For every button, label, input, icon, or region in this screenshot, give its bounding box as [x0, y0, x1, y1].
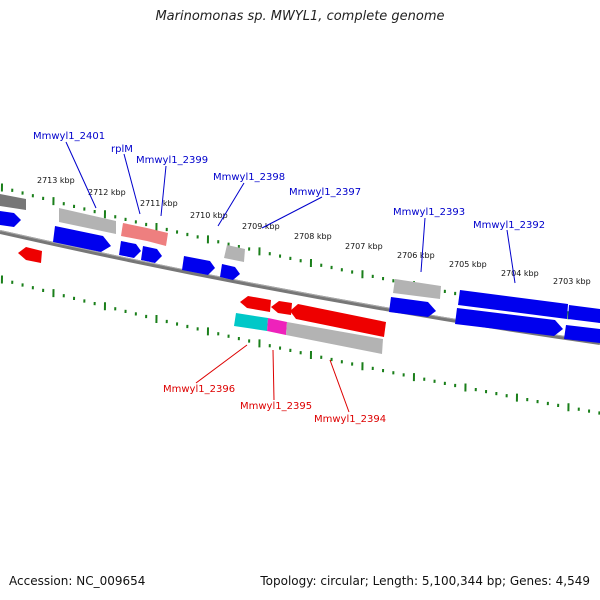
gene-label-mmwyl1-2393[interactable]: Mmwyl1_2393 — [393, 207, 465, 218]
inner-tick-ring — [0, 275, 600, 415]
gene-blue-2397b[interactable] — [220, 264, 240, 280]
scale-label-2705: 2705 kbp — [449, 260, 487, 269]
label-leaders — [65, 141, 516, 413]
gene-label-mmwyl1-2399[interactable]: Mmwyl1_2399 — [136, 155, 208, 166]
scale-label-2703: 2703 kbp — [553, 277, 591, 286]
gene-mmwyl1-2396[interactable] — [234, 313, 268, 331]
scale-label-2713: 2713 kbp — [37, 176, 75, 185]
gene-blue-2393b[interactable] — [389, 297, 436, 317]
forward-genes — [0, 194, 600, 343]
gene-red-2396a[interactable] — [240, 296, 271, 312]
map-title: Marinomonas sp. MWYL1, complete genome — [155, 9, 445, 24]
gene-mmwyl1-2399[interactable] — [147, 228, 168, 246]
gene-mmwyl1-2394[interactable] — [286, 322, 383, 354]
gene-label-mmwyl1-2394[interactable]: Mmwyl1_2394 — [314, 414, 386, 425]
gene-mmwyl1-2394-red[interactable] — [290, 304, 386, 337]
gene-red-left[interactable] — [18, 247, 42, 263]
scale-label-2708: 2708 kbp — [294, 232, 332, 241]
scale-label-2710: 2710 kbp — [190, 211, 228, 220]
genome-summary: Topology: circular; Length: 5,100,344 bp… — [260, 574, 590, 588]
gene-label-mmwyl1-2401[interactable]: Mmwyl1_2401 — [33, 131, 105, 142]
gene-blue-2401[interactable] — [53, 226, 111, 252]
scale-label-2704: 2704 kbp — [501, 269, 539, 278]
gene-label-mmwyl1-2396[interactable]: Mmwyl1_2396 — [163, 384, 235, 395]
scale-label-2711: 2711 kbp — [140, 199, 178, 208]
gene-blue-2391[interactable] — [455, 308, 563, 336]
gene-label-rplm[interactable]: rplM — [111, 144, 133, 155]
gene-labels: Mmwyl1_2401 rplM Mmwyl1_2399 Mmwyl1_2398… — [33, 131, 545, 425]
gene-mmwyl1-2398[interactable] — [224, 245, 245, 262]
gene-blue-2392b[interactable] — [568, 305, 600, 323]
scale-label-2709: 2709 kbp — [242, 222, 280, 231]
gene-blue-2400[interactable] — [119, 241, 141, 258]
gene-label-mmwyl1-2397[interactable]: Mmwyl1_2397 — [289, 187, 361, 198]
gene-rplm[interactable] — [121, 223, 147, 241]
gene-blue-2390[interactable] — [564, 325, 600, 343]
gene-mmwyl1-2401-gray[interactable] — [59, 208, 116, 234]
gene-label-mmwyl1-2395[interactable]: Mmwyl1_2395 — [240, 401, 312, 412]
gene-label-mmwyl1-2392[interactable]: Mmwyl1_2392 — [473, 220, 545, 231]
accession-label: Accession: NC_009654 — [9, 574, 146, 588]
scale-label-2712: 2712 kbp — [88, 188, 126, 197]
gene-mmwyl1-2392[interactable] — [458, 290, 568, 319]
gene-gray-left[interactable] — [0, 194, 26, 210]
gene-red-2396b[interactable] — [271, 301, 292, 315]
scale-labels: 2713 kbp 2712 kbp 2711 kbp 2710 kbp 2709… — [37, 176, 591, 286]
gene-mmwyl1-2395[interactable] — [267, 318, 287, 335]
reverse-genes — [18, 247, 386, 354]
gene-mmwyl1-2393[interactable] — [393, 279, 441, 299]
gene-label-mmwyl1-2398[interactable]: Mmwyl1_2398 — [213, 172, 285, 183]
scale-label-2706: 2706 kbp — [397, 251, 435, 260]
gene-blue-2399b[interactable] — [141, 246, 162, 263]
gene-blue-left[interactable] — [0, 211, 21, 227]
scale-label-2707: 2707 kbp — [345, 242, 383, 251]
gene-blue-2397[interactable] — [182, 256, 215, 275]
